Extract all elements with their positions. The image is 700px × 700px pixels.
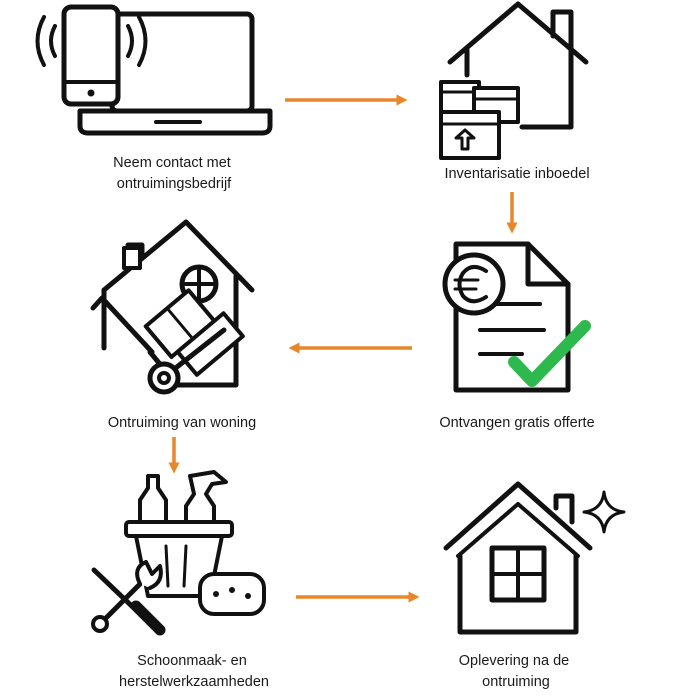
- step-1-label: Neem contact met ontruimingsbedrijf: [113, 155, 235, 192]
- step-5-label: Schoonmaak- en herstelwerkzaamheden: [119, 653, 269, 690]
- step-3-label: Ontvangen gratis offerte: [439, 415, 594, 431]
- step-4-label: Ontruiming van woning: [108, 415, 256, 431]
- sparkle-icon: [582, 490, 626, 534]
- step-2-label: Inventarisatie inboedel: [444, 166, 589, 182]
- flow-arrows: [168, 94, 518, 603]
- house-dolly-icon: [90, 219, 255, 395]
- cleaning-tools-icon: [91, 470, 266, 636]
- check-icon: [508, 320, 591, 387]
- euro-document-check-icon: [442, 241, 591, 393]
- clean-house-icon: [443, 481, 626, 635]
- step-6-label: Oplevering na de ontruiming: [459, 653, 573, 690]
- phone-laptop-icon: [35, 4, 273, 136]
- house-boxes-icon: [439, 1, 589, 160]
